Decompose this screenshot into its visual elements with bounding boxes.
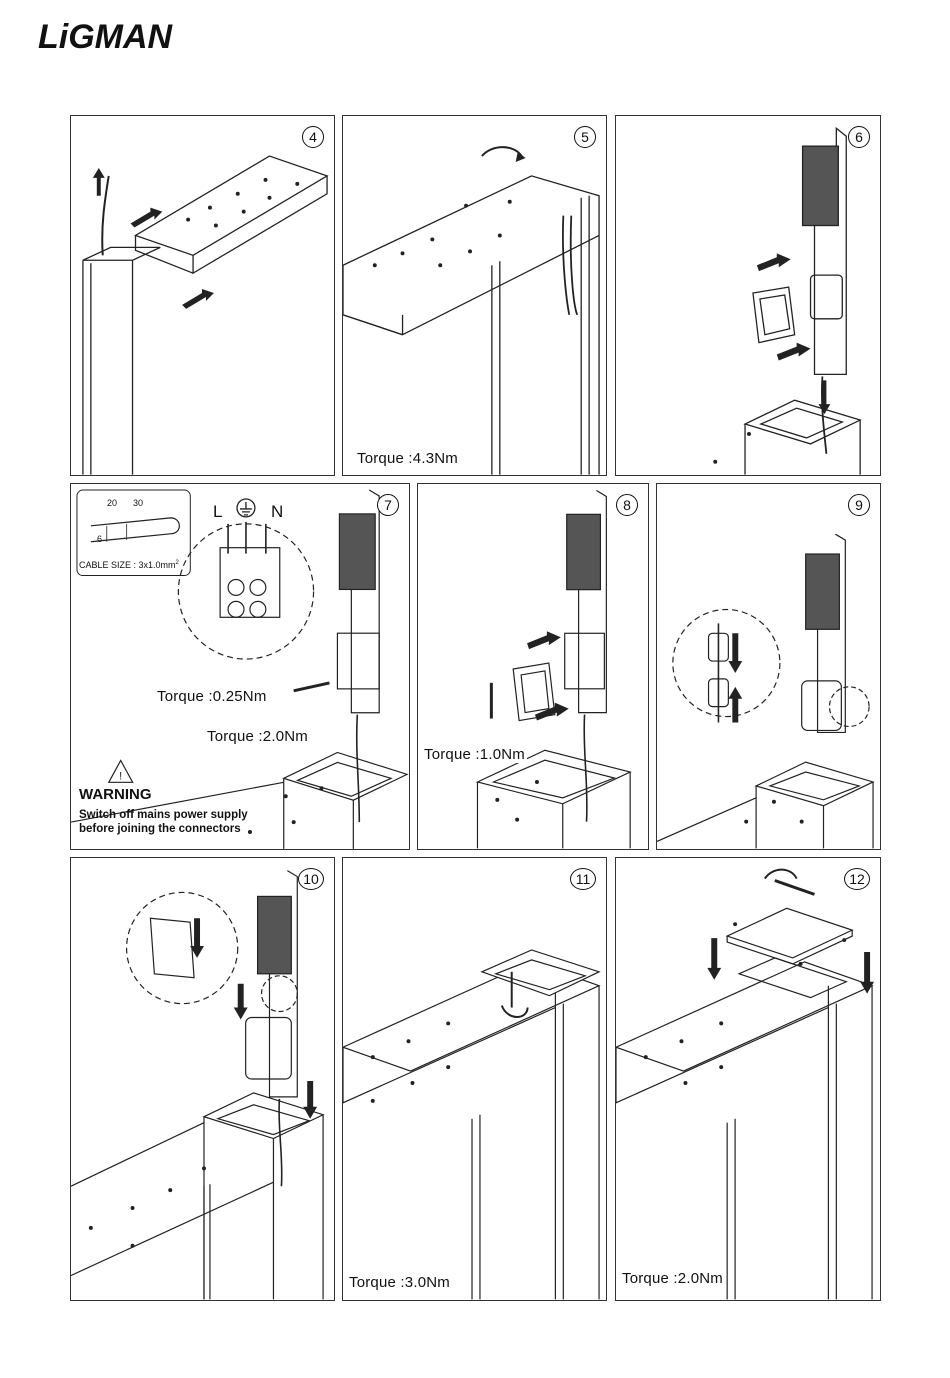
panel-step-10: 10	[70, 857, 335, 1301]
panel-step-9: 9	[656, 483, 881, 850]
torque-label: Torque :4.3Nm	[355, 450, 460, 467]
panel-step-7: ! 7 20 30 6 CABLE SIZE : 3x1.0mm2 L N To…	[70, 483, 410, 850]
panel-step-4: 4	[70, 115, 335, 476]
step-9-illustration	[657, 484, 880, 849]
step-11-illustration	[343, 858, 606, 1300]
step-12-illustration	[616, 858, 880, 1300]
torque-label: Torque :1.0Nm	[422, 746, 527, 763]
step-number: 9	[848, 494, 870, 516]
warning-title: WARNING	[79, 786, 152, 803]
step-number: 12	[844, 868, 870, 890]
step-5-illustration	[343, 116, 606, 475]
step-number: 8	[616, 494, 638, 516]
step-number: 7	[377, 494, 399, 516]
terminal-neutral-label: N	[271, 502, 283, 522]
panel-step-11: 11 Torque :3.0Nm	[342, 857, 607, 1301]
torque-label-terminal: Torque :0.25Nm	[155, 688, 269, 705]
step-number: 11	[570, 868, 596, 890]
ligman-logo: LiGMAN	[38, 18, 228, 54]
torque-label: Torque :2.0Nm	[620, 1270, 725, 1287]
step-number: 5	[574, 126, 596, 148]
cable-size-label: CABLE SIZE : 3x1.0mm2	[79, 560, 179, 570]
step-number: 6	[848, 126, 870, 148]
strip-length-20: 20	[107, 498, 117, 508]
step-number: 10	[298, 868, 324, 890]
strip-length-30: 30	[133, 498, 143, 508]
panel-step-8: 8 Torque :1.0Nm	[417, 483, 649, 850]
torque-label-gland: Torque :2.0Nm	[205, 728, 310, 745]
strip-length-6: 6	[97, 534, 102, 544]
step-10-illustration	[71, 858, 334, 1300]
step-8-illustration	[418, 484, 648, 849]
panel-step-6: 6	[615, 115, 881, 476]
panel-step-5: 5 Torque :4.3Nm	[342, 115, 607, 476]
step-6-illustration	[616, 116, 880, 475]
svg-text:LiGMAN: LiGMAN	[38, 18, 174, 54]
warning-text-line2: before joining the connectors	[79, 822, 241, 836]
step-4-illustration	[71, 116, 334, 475]
svg-text:!: !	[119, 770, 122, 782]
panel-step-12: 12 Torque :2.0Nm	[615, 857, 881, 1301]
terminal-live-label: L	[213, 502, 222, 522]
step-number: 4	[302, 126, 324, 148]
warning-text-line1: Switch off mains power supply	[79, 808, 248, 822]
torque-label: Torque :3.0Nm	[347, 1274, 452, 1291]
